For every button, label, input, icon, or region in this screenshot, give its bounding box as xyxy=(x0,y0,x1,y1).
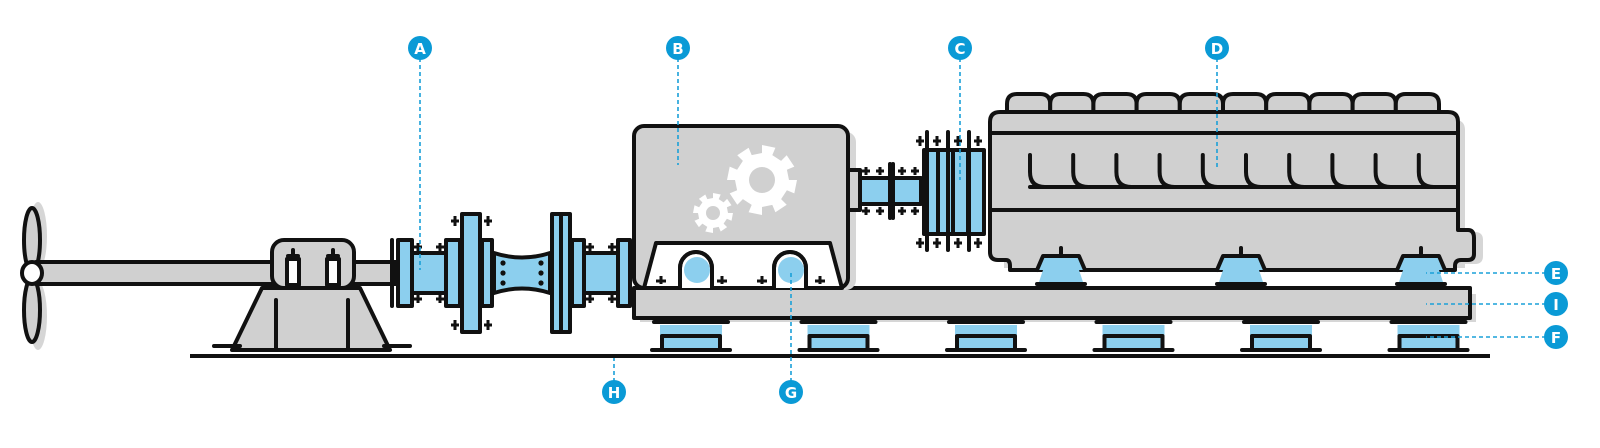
label-badge-c: C xyxy=(948,36,972,60)
manifold-rib xyxy=(1287,153,1307,189)
engine-resilient-mounts xyxy=(1035,246,1447,286)
base-frame-mount xyxy=(945,320,1027,352)
manifold-rib xyxy=(1244,153,1263,189)
label-text: A xyxy=(414,40,426,58)
label-text: B xyxy=(672,40,683,58)
label-text: F xyxy=(1551,329,1561,347)
label-badge-f: F xyxy=(1544,325,1568,349)
manifold-rib xyxy=(1373,153,1393,189)
gear-large-icon xyxy=(727,145,797,215)
propeller xyxy=(22,202,47,350)
label-badge-g: G xyxy=(779,380,803,404)
engine-mount xyxy=(1035,246,1087,286)
label-leaders xyxy=(419,58,1546,382)
engine-cylinder-heads xyxy=(1005,92,1441,115)
label-badge-a: A xyxy=(408,36,432,60)
label-badge-h: H xyxy=(602,380,626,404)
manifold-rib xyxy=(1416,153,1436,189)
propeller-blade-bottom xyxy=(22,276,42,344)
base-frame-mount xyxy=(797,320,880,352)
label-text: D xyxy=(1211,40,1223,58)
gear-small-icon xyxy=(693,193,733,233)
manifold-rib xyxy=(1157,153,1177,189)
base-frame-mount xyxy=(1240,320,1322,352)
gearbox xyxy=(632,124,862,290)
gearbox-bearing-right xyxy=(772,250,808,290)
engine-manifold-ribs xyxy=(1028,153,1436,189)
base-frame-mounts xyxy=(650,320,1470,352)
flexible-coupling xyxy=(858,130,986,252)
shaft-coupling-assembly xyxy=(390,212,632,334)
label-badge-i: I xyxy=(1544,292,1568,316)
label-badge-e: E xyxy=(1544,261,1568,285)
manifold-rib xyxy=(1200,153,1220,189)
base-frame-mount xyxy=(650,320,732,352)
label-badge-d: D xyxy=(1205,36,1229,60)
manifold-rib xyxy=(1114,153,1134,189)
base-frame-mount xyxy=(1092,320,1175,352)
manifold-rib xyxy=(1028,153,1047,189)
label-text: E xyxy=(1551,265,1561,283)
label-text: G xyxy=(785,384,797,402)
manifold-rib xyxy=(1330,153,1350,189)
shaft-bearing-pedestal xyxy=(212,238,412,352)
gearbox-bearing-left xyxy=(678,250,714,290)
engine xyxy=(988,92,1483,272)
label-text: H xyxy=(608,384,621,402)
label-text: I xyxy=(1553,296,1559,314)
engine-mount xyxy=(1215,246,1267,286)
cylinder-head xyxy=(1393,92,1441,115)
label-text: C xyxy=(954,40,965,58)
label-badges: A B C D EIF G H xyxy=(408,36,1568,404)
label-badge-b: B xyxy=(666,36,690,60)
common-base-frame xyxy=(632,286,1476,322)
base-frame-mount xyxy=(1387,320,1470,352)
manifold-rib xyxy=(1071,153,1091,189)
